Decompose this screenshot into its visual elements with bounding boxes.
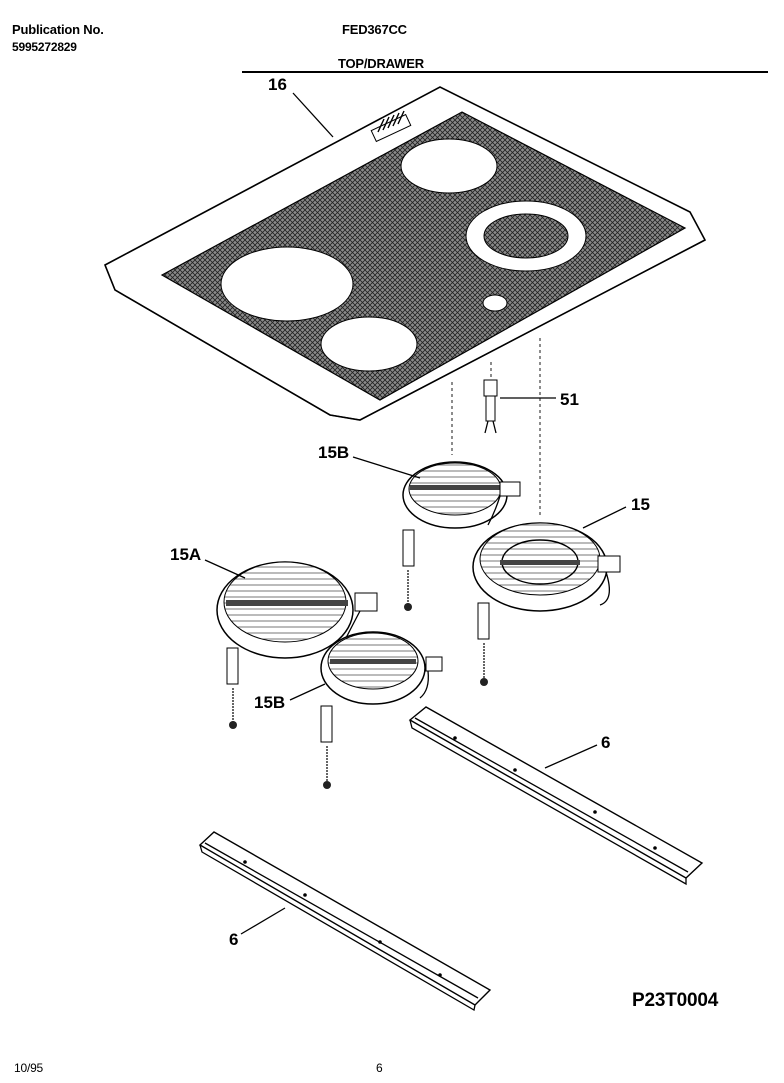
callout-6-left: 6 — [229, 930, 238, 949]
mounting-bracket-left — [198, 831, 492, 1012]
footer-page-number: 6 — [376, 1061, 383, 1075]
callout-16: 16 — [268, 75, 287, 94]
burner-outline-front — [320, 316, 418, 372]
indicator-switch — [483, 379, 498, 434]
drawing-code: P23T0004 — [632, 990, 719, 1011]
publication-number: 5995272829 — [12, 40, 77, 54]
alignment-lines — [451, 338, 541, 515]
cooktop-glass-top — [103, 86, 707, 421]
leader-lines — [204, 92, 627, 935]
callout-15b-front: 15B — [254, 693, 285, 712]
hot-surface-indicator — [482, 294, 508, 312]
section-title: TOP/DRAWER — [338, 56, 424, 71]
surface-element-small-front — [320, 631, 443, 705]
surface-element-small-rear — [402, 461, 521, 529]
callout-15: 15 — [631, 495, 650, 514]
surface-element-large — [216, 561, 378, 659]
publication-label: Publication No. — [12, 22, 104, 37]
callout-6-right: 6 — [601, 733, 610, 752]
footer-date: 10/95 — [14, 1061, 44, 1075]
spacer-screw-set — [226, 529, 490, 789]
vent-grille — [370, 110, 412, 143]
callout-51: 51 — [560, 390, 579, 409]
model-number: FED367CC — [342, 22, 407, 37]
surface-element-dual — [472, 522, 621, 612]
burner-outline-large — [220, 246, 354, 322]
mounting-bracket-right — [408, 706, 704, 886]
callout-15a: 15A — [170, 545, 201, 564]
header-rule — [242, 71, 768, 73]
burner-outline-rear — [400, 138, 498, 194]
callout-15b-rear: 15B — [318, 443, 349, 462]
